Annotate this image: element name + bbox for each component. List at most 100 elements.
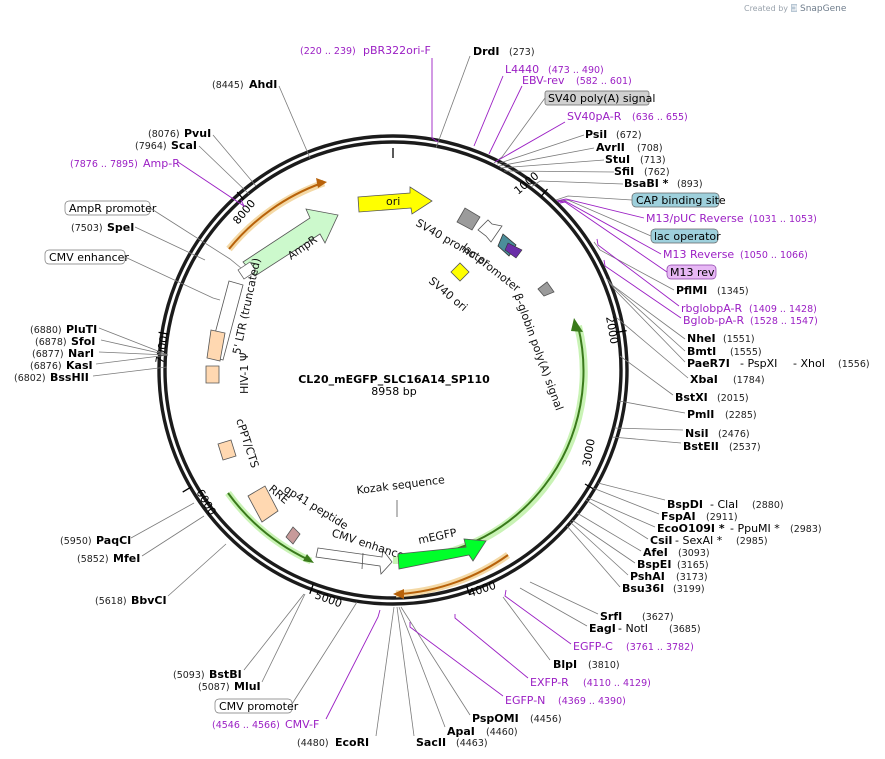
plasmid-name: CL20_mEGFP_SLC16A14_SP110 — [298, 373, 490, 386]
lac-operator-box[interactable]: lac operator — [650, 228, 721, 244]
feature-gene-arc-highlight — [392, 325, 588, 565]
primer-amp-r[interactable]: (7876 .. 7895) Amp-R — [70, 157, 246, 208]
site-blpi[interactable]: BlpI (3810) — [502, 596, 620, 671]
site-mlui[interactable]: MluI (5087) — [198, 593, 306, 693]
site-ecori[interactable]: EcoRI (4480) — [297, 606, 395, 749]
primer-egfp-n[interactable]: EGFP-N (4369 .. 4390) — [409, 622, 626, 707]
site-stui[interactable]: StuI (713) — [499, 153, 666, 169]
site-ahdi[interactable]: AhdI (8445) — [212, 78, 311, 159]
feature-gene-arc[interactable] — [397, 325, 585, 560]
feature-lac-operator-block[interactable] — [497, 233, 523, 259]
site-drdi[interactable]: DrdI (273) — [435, 45, 535, 149]
cmv-enhancer-box[interactable]: CMV enhancer — [44, 249, 129, 265]
site-bsabi[interactable]: BsaBI * (893) — [530, 177, 703, 190]
feature-hiv-psi[interactable]: HIV-1 Ψ — [205, 352, 251, 394]
cap-binding-site-box[interactable]: CAP binding site — [631, 192, 726, 208]
site-avrii[interactable]: AvrII (708) — [498, 141, 663, 167]
site-csii[interactable]: CsiI - SexAI * (2985) — [585, 499, 768, 547]
svg-text:(4546 .. 4566): (4546 .. 4566) — [212, 720, 280, 731]
site-kasi[interactable]: KasI (6876) — [30, 354, 169, 372]
site-eagi[interactable]: EagI - NotI (3685) — [519, 587, 701, 635]
site-bsteii[interactable]: BstEII (2537) — [611, 436, 761, 453]
primer-exfp-r[interactable]: EXFP-R (4110 .. 4129) — [454, 614, 651, 689]
feature-kozak[interactable]: Kozak sequence — [356, 473, 446, 517]
feature-sv40-ori[interactable]: SV40 ori — [426, 262, 470, 314]
primer-rbglobpa-r[interactable]: rbglobpA-R (1409 .. 1428) — [596, 238, 817, 315]
site-bstxi[interactable]: BstXI (2015) — [619, 355, 749, 404]
site-ecoo109i[interactable]: EcoO109I * - PpuMI * (2983) — [587, 497, 822, 535]
site-bspei[interactable]: BspEI (3165) — [571, 519, 709, 571]
svg-text:ScaI: ScaI — [171, 139, 197, 152]
svg-text:rbglobpA-R: rbglobpA-R — [681, 302, 742, 315]
m13-rev-box[interactable]: M13 rev — [666, 264, 717, 280]
primer-ebv-rev[interactable]: EBV-rev (582 .. 601) — [488, 74, 632, 155]
feature-bglob-polya[interactable]: β-globin poly(A) signal — [511, 281, 566, 412]
site-pflmi[interactable]: PflMI (1345) — [593, 241, 749, 297]
ampr-promoter-box[interactable]: AmpR promoter — [64, 200, 157, 216]
site-sfoi[interactable]: SfoI (6878) — [35, 335, 169, 356]
site-fspai[interactable]: FspAI (2911) — [592, 487, 738, 523]
site-pspomi[interactable]: PspOMI (4456) — [400, 606, 562, 725]
feature-orange-arc-top[interactable] — [228, 182, 323, 250]
svg-text:(3685): (3685) — [669, 624, 701, 635]
svg-text:PaqCI: PaqCI — [96, 534, 131, 547]
site-mfei[interactable]: MfeI (5852) — [77, 515, 205, 565]
feature-cppt[interactable]: cPPT/CTS — [217, 417, 261, 470]
primer-cmv-f[interactable]: (4546 .. 4566) CMV-F — [212, 609, 381, 731]
svg-text:(6802): (6802) — [14, 373, 46, 384]
svg-text:AhdI: AhdI — [249, 78, 277, 91]
site-spei[interactable]: SpeI (7503) — [71, 221, 206, 261]
svg-text:PflMI: PflMI — [676, 284, 707, 297]
site-bsu36i[interactable]: Bsu36I (3199) — [566, 525, 705, 595]
svg-text:M13/pUC Reverse: M13/pUC Reverse — [646, 212, 744, 225]
feature-5-ltr[interactable]: 5' LTR (truncated) — [206, 257, 263, 362]
created-by-text: Created by — [744, 4, 788, 13]
svg-text:CAP binding site: CAP binding site — [636, 194, 726, 207]
primer-sv40pa-r[interactable]: SV40pA-R (636 .. 655) — [494, 110, 688, 163]
sv40-polya-box[interactable]: SV40 poly(A) signal — [544, 90, 655, 106]
site-psii[interactable]: PsiI (672) — [496, 128, 642, 165]
svg-text:(3199): (3199) — [673, 584, 705, 595]
site-bstbi[interactable]: BstBI (5093) — [173, 593, 305, 681]
site-afei[interactable]: AfeI (3093) — [576, 512, 710, 559]
svg-text:(1784): (1784) — [733, 375, 765, 386]
svg-text:EcoO109I *: EcoO109I * — [657, 522, 725, 535]
primer-m13-reverse[interactable]: M13 Reverse (1050 .. 1066) — [557, 200, 808, 261]
svg-text:(636 .. 655): (636 .. 655) — [632, 112, 688, 123]
feature-ori[interactable]: ori — [357, 186, 433, 215]
site-scai[interactable]: ScaI (7964) — [135, 139, 250, 195]
site-pshai[interactable]: PshAI (3173) — [569, 521, 708, 583]
site-bspdi[interactable]: BspDI - ClaI (2880) — [597, 482, 784, 511]
site-bmti[interactable]: BmtI (1555) — [607, 279, 762, 358]
svg-text:BsaBI *: BsaBI * — [624, 177, 669, 190]
primer-bglob-pa-r[interactable]: Bglob-pA-R (1528 .. 1547) — [603, 259, 818, 327]
site-xbai[interactable]: XbaI (1784) — [616, 317, 765, 386]
site-pmli[interactable]: PmlI (2285) — [618, 400, 757, 421]
site-nari[interactable]: NarI (6877) — [32, 347, 169, 360]
site-bsshii[interactable]: BssHII (6802) — [14, 366, 168, 384]
site-apai[interactable]: ApaI (4460) — [398, 606, 518, 738]
cmv-promoter-box[interactable]: CMV promoter — [214, 698, 299, 714]
primer-m13-puc-reverse[interactable]: M13/pUC Reverse (1031 .. 1053) — [556, 198, 817, 225]
primer-l4440[interactable]: L4440 (473 .. 490) — [473, 63, 604, 147]
svg-text:PluTI: PluTI — [66, 323, 97, 336]
svg-text:(672): (672) — [616, 130, 642, 141]
primer-egfp-c[interactable]: EGFP-C (3761 .. 3782) — [504, 589, 694, 653]
feature-orange-arc-bottom[interactable] — [399, 554, 509, 595]
site-sfii[interactable]: SfiI (762) — [503, 165, 670, 178]
site-srfi[interactable]: SrfI (3627) — [529, 581, 674, 623]
site-nsii[interactable]: NsiI (2476) — [613, 427, 750, 440]
svg-text:SacII: SacII — [416, 736, 446, 749]
site-bbvci[interactable]: BbvCI (5618) — [95, 543, 227, 607]
primer-pbr322ori-f[interactable]: (220 .. 239) pBR322ori-F — [300, 44, 439, 143]
site-paqci[interactable]: PaqCI (5950) — [60, 502, 195, 547]
feature-lower-left-arc[interactable] — [227, 492, 310, 561]
feature-megfp[interactable]: mEGFP — [397, 526, 487, 570]
feature-cmv-enhancer-arrow[interactable]: CMV enhancer — [315, 526, 411, 575]
site-sacii[interactable]: SacII (4463) — [396, 606, 488, 749]
svg-text:NsiI: NsiI — [685, 427, 709, 440]
site-paer7i[interactable]: PaeR7I - PspXI - XhoI (1556) — [608, 281, 870, 370]
svg-text:(6878): (6878) — [35, 337, 67, 348]
site-pvui[interactable]: PvuI (8076) — [148, 127, 257, 187]
site-pluti[interactable]: PluTI (6880) — [30, 323, 169, 356]
